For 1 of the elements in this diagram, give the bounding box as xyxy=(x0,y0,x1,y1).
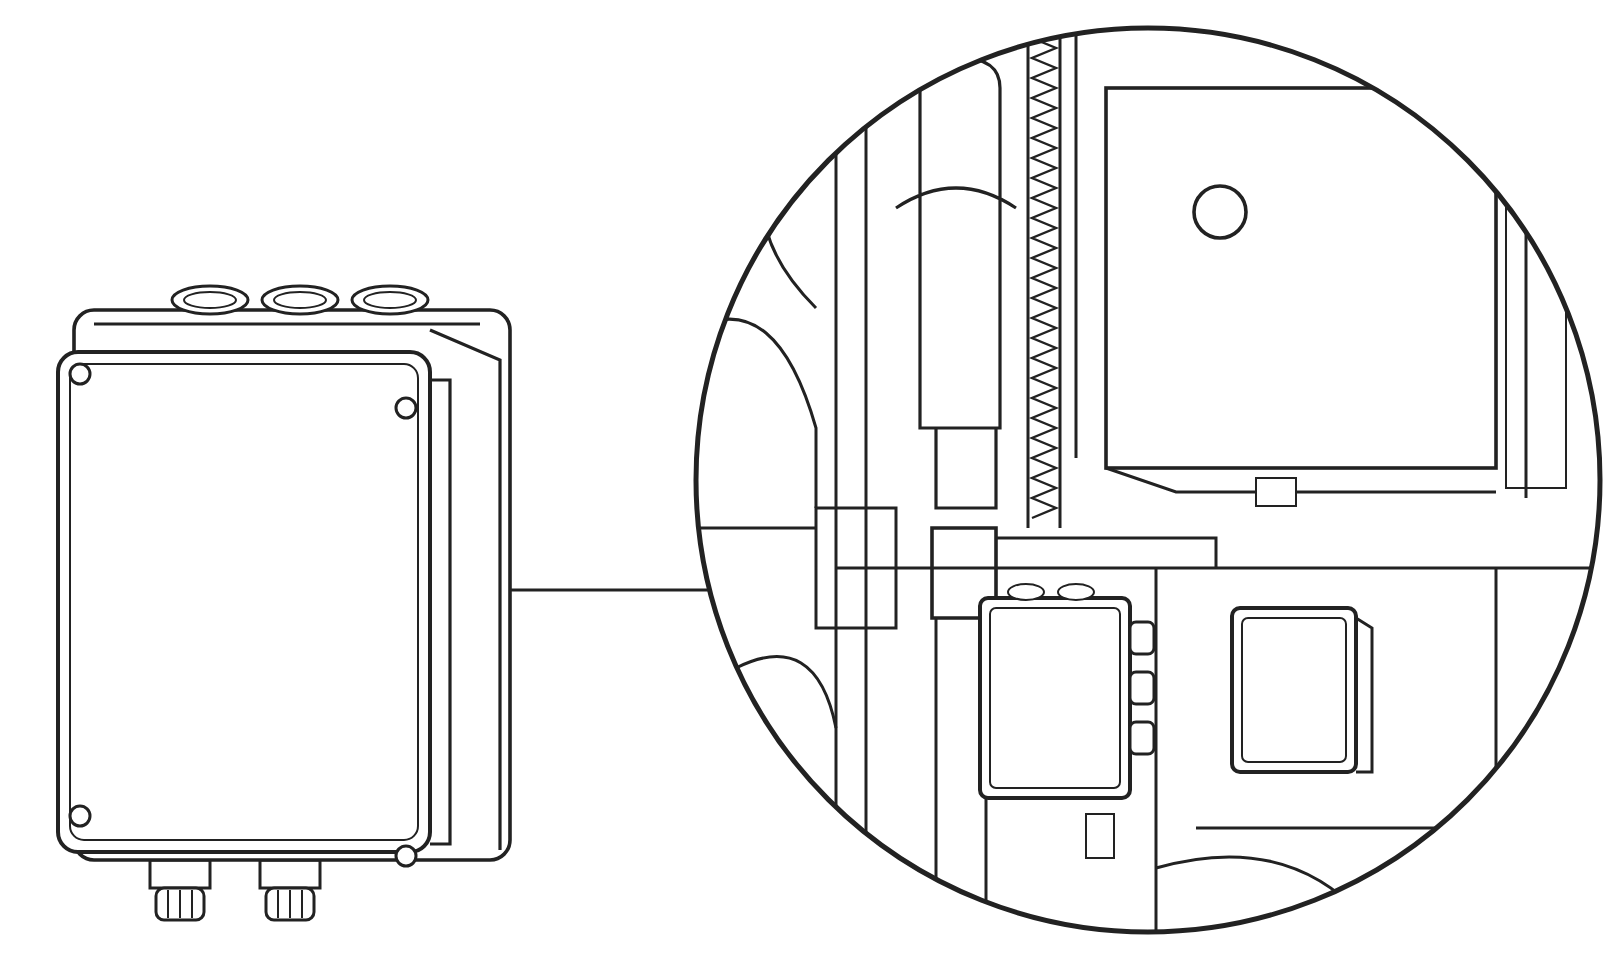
leader-line xyxy=(510,588,710,592)
